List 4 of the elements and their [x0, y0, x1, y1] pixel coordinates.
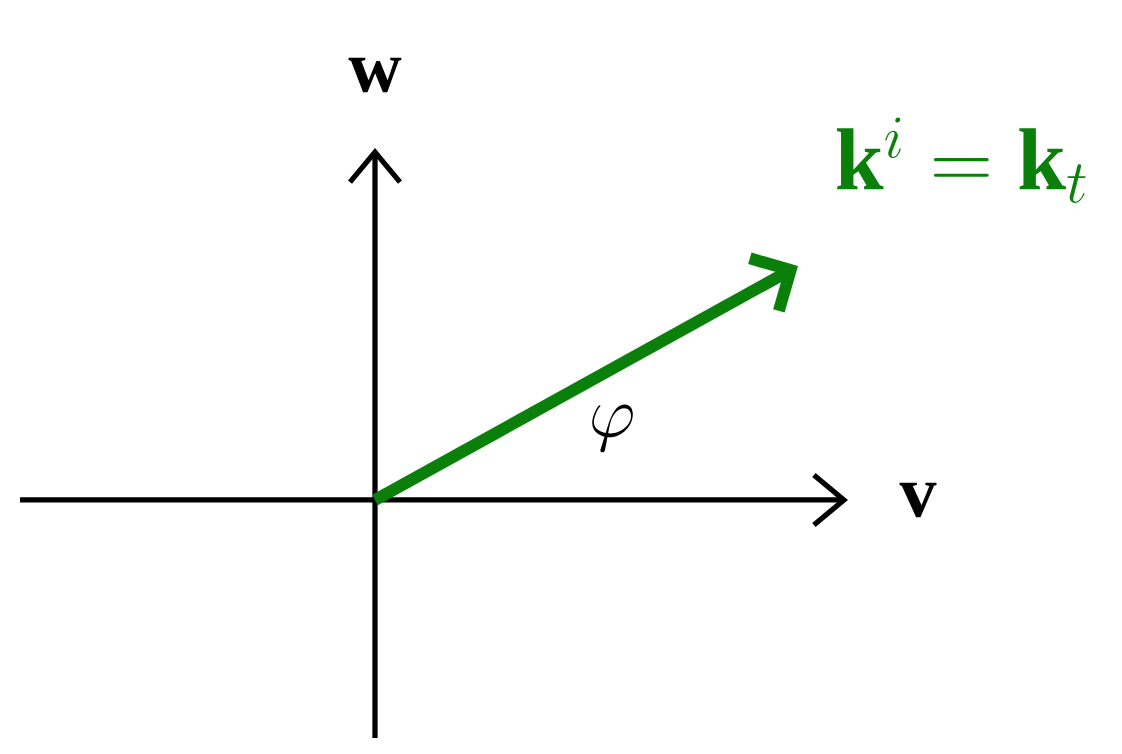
vector-label: $\mathbf{k}^i = \mathbf{k}_t$ [836, 117, 1086, 203]
angle-label: $\varphi$ [592, 404, 633, 453]
axis-label: $\mathbf{w}$ [348, 57, 402, 93]
axis-label: $\mathbf{v}$ [899, 482, 937, 518]
